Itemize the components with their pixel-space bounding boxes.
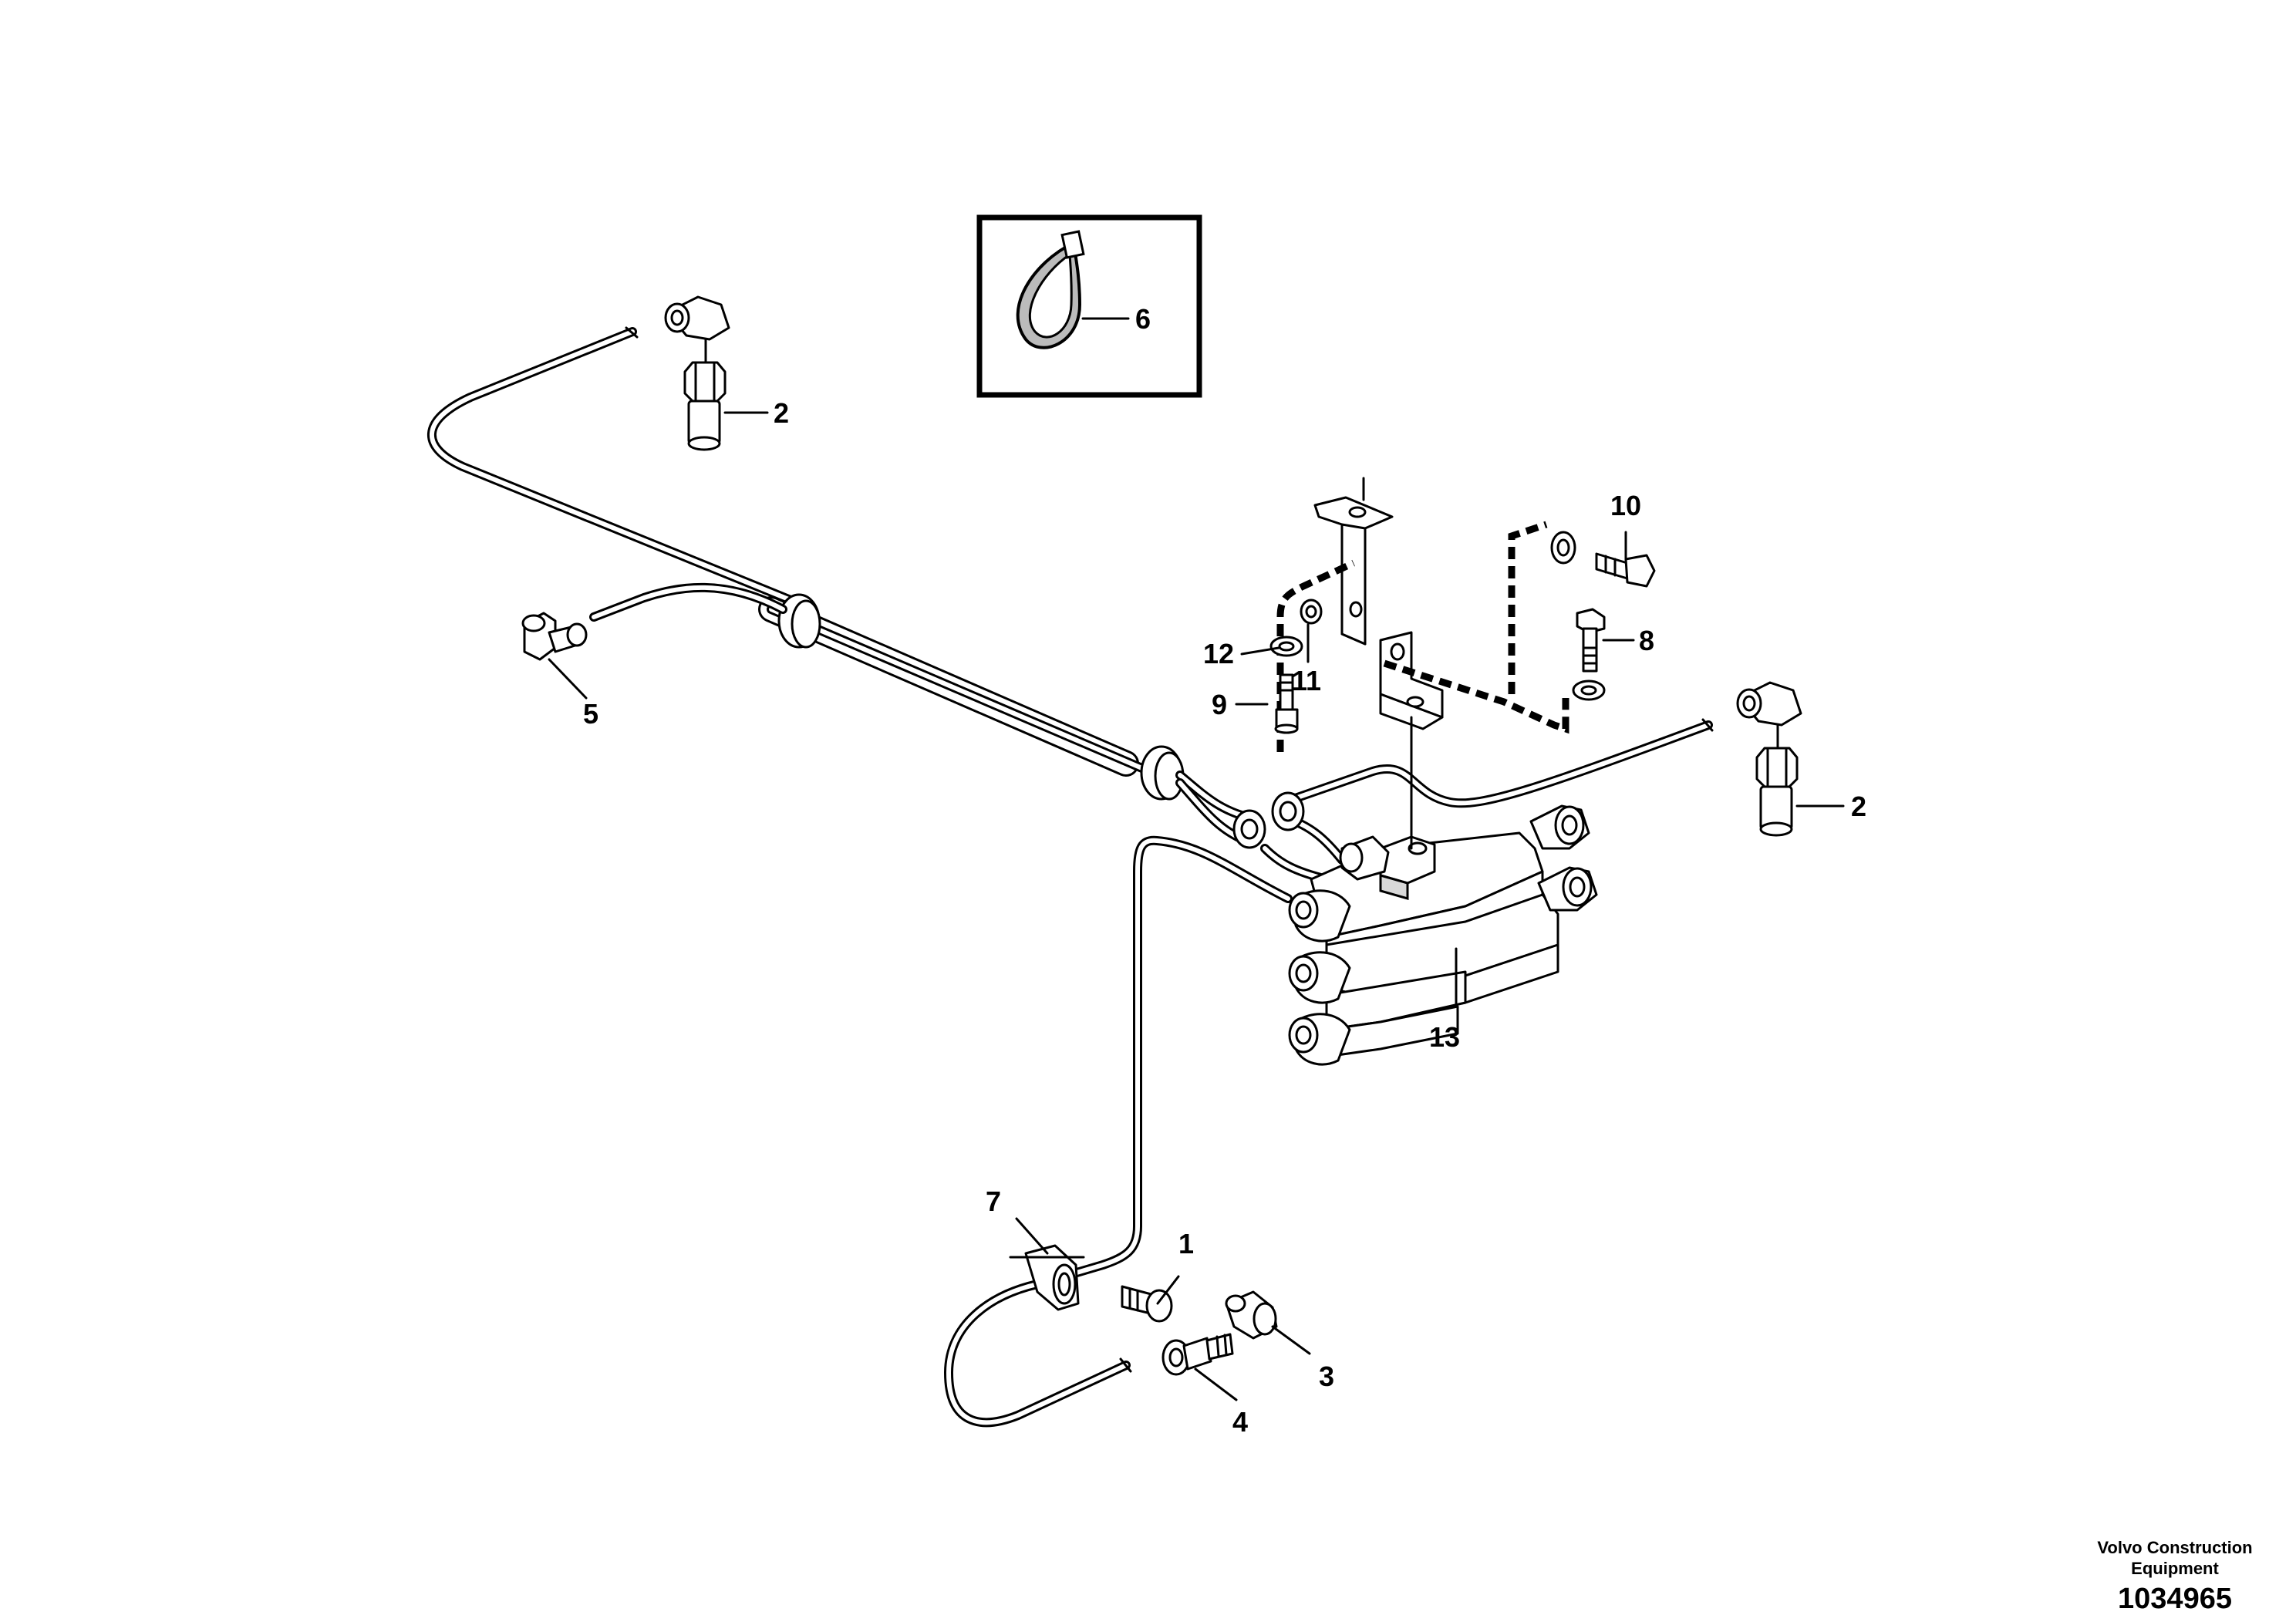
- elbow-fitting-top: [664, 295, 730, 364]
- valve-block: [1288, 804, 1598, 1066]
- leader-lines: [548, 317, 1845, 1401]
- callout-2-right: 2: [1851, 791, 1866, 822]
- company-name-line1: Volvo Construction: [2097, 1538, 2252, 1557]
- callout-4: 4: [1232, 1406, 1248, 1438]
- elbow-fitting-right: [1736, 681, 1802, 751]
- left-branch-hose: [589, 582, 787, 622]
- callout-9: 9: [1212, 689, 1227, 720]
- hose-grommet-upper: [777, 593, 821, 649]
- callout-3: 3: [1319, 1361, 1334, 1392]
- upper-pipe: [426, 326, 799, 606]
- elbow-fitting-left: [521, 612, 588, 661]
- clamp-clip: [1024, 1244, 1080, 1311]
- lower-pipe: [944, 835, 1293, 1428]
- company-name-line2: Equipment: [2131, 1559, 2219, 1578]
- callout-5: 5: [583, 698, 598, 730]
- callout-2-top: 2: [774, 397, 789, 429]
- right-pipe: [1279, 718, 1714, 808]
- adapter-right: [1755, 747, 1799, 837]
- callout-7: 7: [986, 1185, 1001, 1217]
- callout-1: 1: [1178, 1228, 1194, 1259]
- bracket-assembly: [1269, 477, 1656, 850]
- callout-13: 13: [1429, 1021, 1460, 1053]
- banjo-fitting-3: [1225, 1290, 1278, 1340]
- callout-12: 12: [1203, 638, 1234, 669]
- bolt-1: [1121, 1285, 1173, 1323]
- drawing-number: 1034965: [2118, 1583, 2232, 1615]
- inset-box: [976, 214, 1202, 398]
- adapter-top: [683, 361, 727, 451]
- callout-6: 6: [1135, 303, 1151, 335]
- main-hose: [758, 596, 1181, 787]
- footer: Volvo Construction Equipment 1034965: [2097, 1538, 2252, 1615]
- cable-tie-icon: [1016, 230, 1085, 349]
- nipple-4: [1161, 1333, 1234, 1376]
- callout-8: 8: [1639, 625, 1654, 656]
- callouts: 2 2 6 5 12 9 11 8 10 13 7 1 3 4: [583, 303, 1866, 1438]
- callout-11: 11: [1292, 665, 1321, 696]
- hose-nuts: [1232, 791, 1305, 849]
- callout-10: 10: [1610, 490, 1641, 521]
